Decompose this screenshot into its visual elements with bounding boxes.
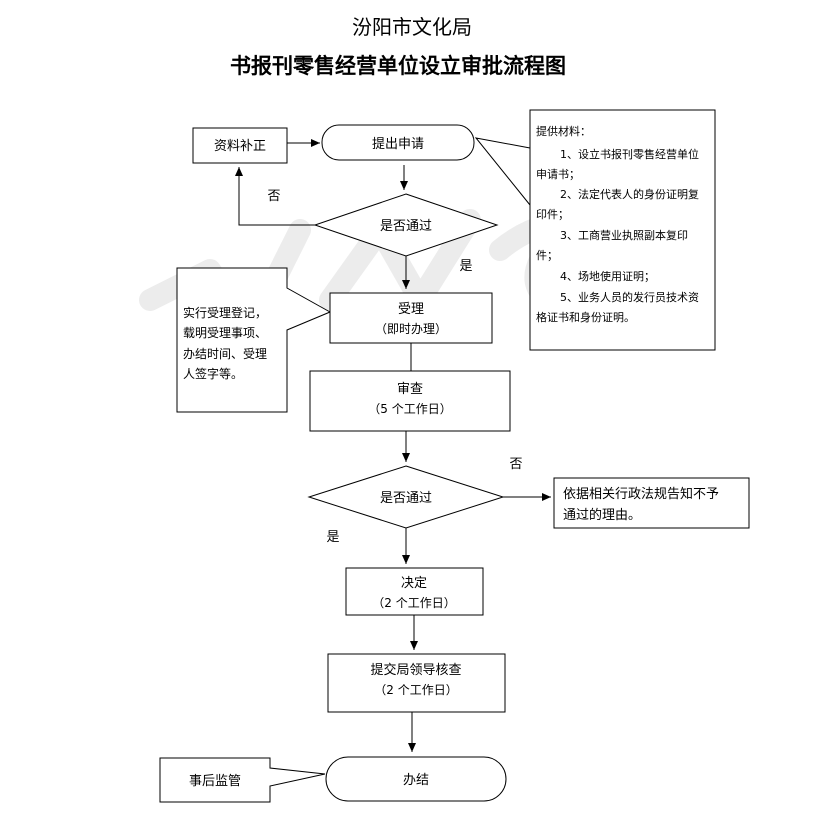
materials-heading: 提供材料： [536,124,591,138]
reject-notice-line: 依据相关行政法规告知不予 [563,486,719,502]
acceptance-note-line: 实行受理登记， [183,305,267,320]
acceptance-note-callout [176,267,332,413]
edge-check1-no [235,167,315,226]
supervise-callout [159,757,326,803]
materials-line: 3、工商营业执照副本复印 [560,228,688,242]
decide-note: （2 个工作日） [372,596,455,610]
acceptance-note-text: 实行受理登记， 载明受理事项、 办结时间、受理 人签字等。 [183,305,267,381]
materials-line: 申请书； [536,168,580,181]
materials-list: 1、设立书报刊零售经营单位 申请书； 2、法定代表人的身份证明复 印件； 3、工… [536,147,699,324]
supervise-label: 事后监管 [189,774,241,789]
accept-label: 受理 [398,302,424,317]
materials-line: 格证书和身份证明。 [536,310,635,324]
materials-line: 件； [536,249,558,262]
review-note: （5 个工作日） [368,402,451,416]
supplement-box [192,127,288,164]
acceptance-note-line: 人签字等。 [183,366,243,381]
check1-label: 是否通过 [380,219,432,234]
supplement-label: 资料补正 [214,139,266,154]
submit-label: 提出申请 [372,136,424,152]
accept-note: （即时办理） [375,321,447,336]
page-title: 书报刊零售经营单位设立审批流程图 [230,54,566,78]
reject-notice-box [553,477,750,529]
leader-review-note: （2 个工作日） [374,683,457,697]
materials-line: 4、场地使用证明； [560,269,655,283]
edge-label-yes2: 是 [326,530,339,545]
finish-label: 办结 [403,773,429,788]
accept-box [329,292,493,344]
leader-review-label: 提交局领导核查 [370,662,461,678]
materials-line: 5、业务人员的发行员技术资 [560,290,699,304]
acceptance-note-line: 办结时间、受理 [183,346,267,361]
materials-box [529,109,716,351]
reject-notice-line: 通过的理由。 [563,507,641,523]
decide-label: 决定 [401,576,427,591]
edge-label-no1: 否 [267,189,280,204]
materials-line: 印件； [536,208,569,221]
edge-label-no2: 否 [509,457,522,472]
edge-label-yes1: 是 [459,259,472,274]
materials-line: 2、法定代表人的身份证明复 [560,187,699,201]
submit-terminal [321,124,475,161]
check2-label: 是否通过 [380,491,432,506]
review-label: 审查 [397,382,423,397]
agency-title: 汾阳市文化局 [352,15,472,39]
decide-box [345,567,484,616]
acceptance-note-line: 载明受理事项、 [183,326,267,340]
finish-terminal [325,756,507,802]
review-box [309,370,511,432]
materials-callout-pointer [474,137,531,206]
leader-review-box [327,653,506,713]
materials-line: 1、设立书报刊零售经营单位 [560,147,699,161]
